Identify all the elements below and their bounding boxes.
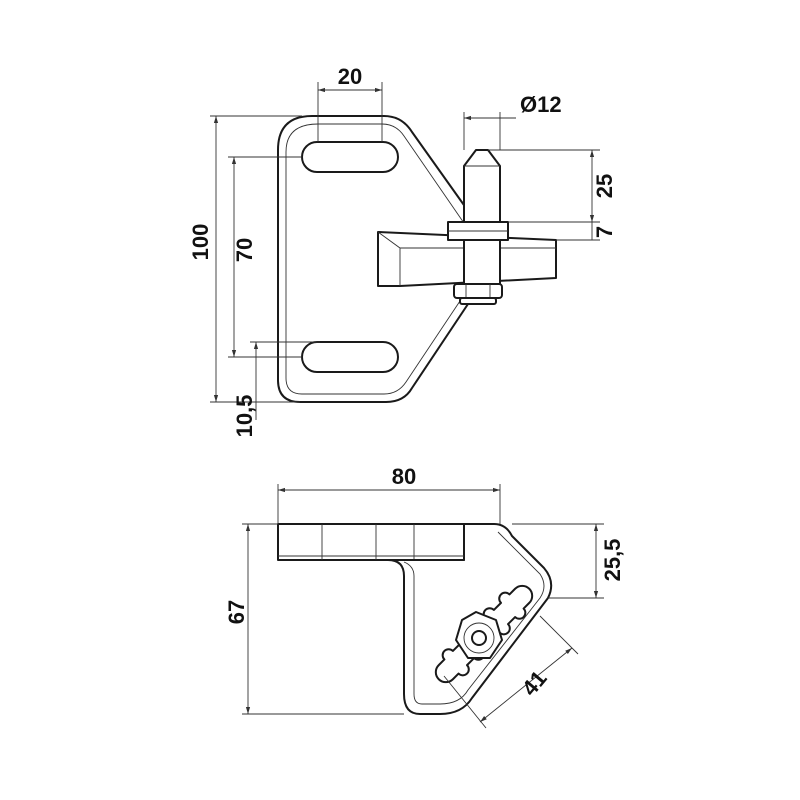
front-view: 20 Ø12 25 7 100 70 10,5 xyxy=(188,64,617,437)
flange-face-line xyxy=(377,231,556,286)
lower-slot xyxy=(301,341,399,373)
dim-overall-height: 100 xyxy=(188,224,213,261)
angled-leg-inner xyxy=(403,531,545,705)
dim-flange-thickness: 7 xyxy=(592,226,617,238)
nut-face-circle xyxy=(463,622,495,654)
ext-line xyxy=(539,615,579,655)
top-plate xyxy=(277,523,465,561)
dim-slot-length: 41 xyxy=(517,666,552,701)
dim-bottom-offset: 10,5 xyxy=(232,395,257,438)
dim-pin-height: 25 xyxy=(592,174,617,198)
lock-washer xyxy=(459,297,497,305)
dim-overall-depth: 67 xyxy=(224,600,249,624)
pin xyxy=(463,149,501,223)
dim-top-offset: 25,5 xyxy=(600,539,625,582)
nut xyxy=(453,283,503,299)
dim-hole-spacing: 70 xyxy=(232,238,257,262)
dim-line-slot-length xyxy=(479,647,573,723)
pin-end-circle xyxy=(471,630,487,646)
dim-overall-width: 80 xyxy=(392,464,416,489)
dim-slot-spacing: 20 xyxy=(338,64,362,89)
top-view: 80 25,5 67 41 xyxy=(224,464,625,729)
upper-slot xyxy=(301,141,399,173)
dim-pin-diameter: Ø12 xyxy=(520,92,562,117)
pin-shaft xyxy=(463,239,501,285)
angled-leg xyxy=(387,523,553,715)
bracket-plate xyxy=(277,115,477,403)
ext-line xyxy=(443,675,487,729)
